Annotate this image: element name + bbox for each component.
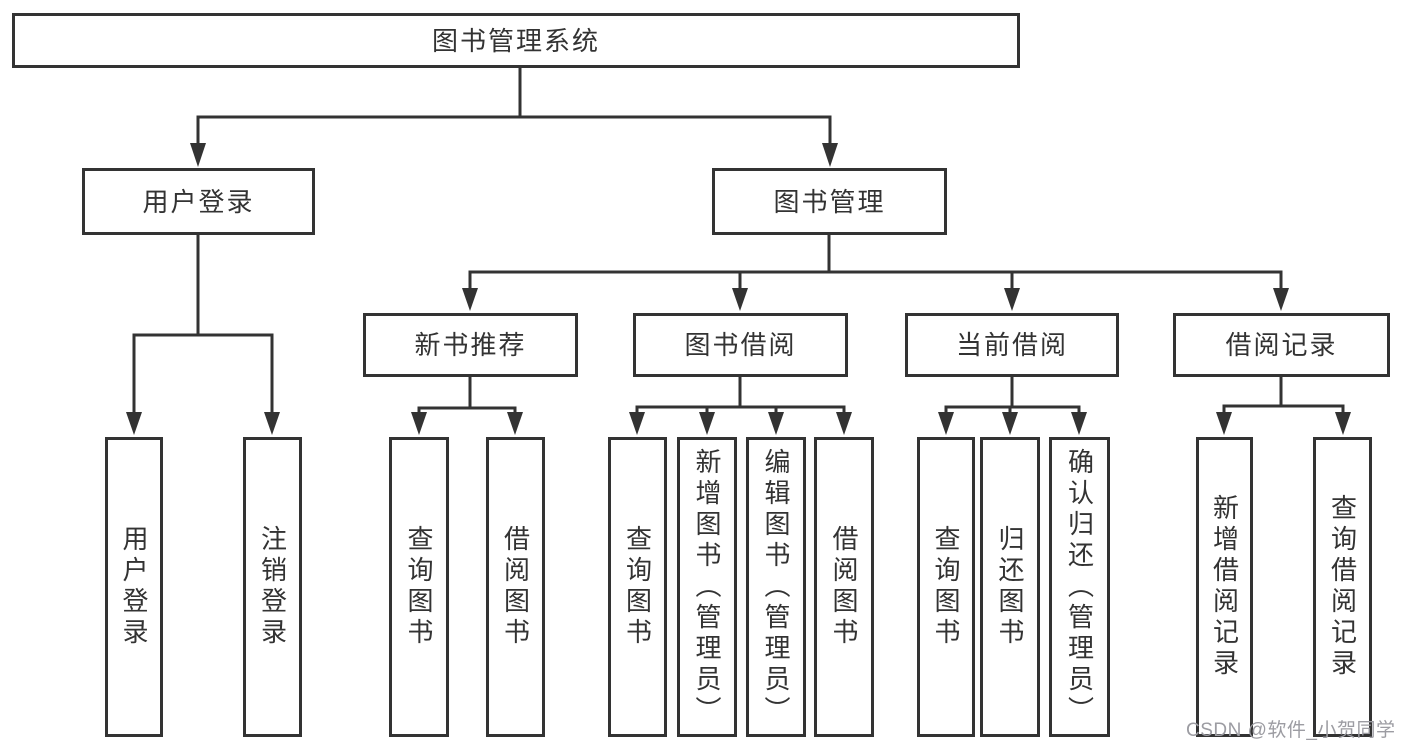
arrowhead-bb-query: [629, 412, 645, 435]
arrowhead-bb-add: [699, 412, 715, 435]
arrowhead-br-add: [1216, 412, 1232, 435]
node-label: 查询图书: [622, 525, 653, 649]
node-label: 用户登录: [142, 186, 255, 217]
connector-book-management: [468, 233, 1283, 293]
watermark: CSDN @软件_小贺同学: [1186, 720, 1396, 741]
node-label: 编辑图书（管理员）: [761, 447, 791, 727]
node-label: 当前借阅: [955, 330, 1068, 360]
node-label: 查询图书: [931, 525, 961, 649]
arrowhead-book-management: [822, 143, 838, 167]
connector-book-borrow: [635, 375, 846, 417]
arrowhead-br-query: [1335, 412, 1351, 435]
arrowhead-nb-borrow: [507, 412, 523, 435]
node-label: 确认归还（管理员）: [1064, 447, 1095, 727]
node-label: 借阅图书: [829, 525, 859, 649]
node-label: 查询图书: [404, 525, 434, 649]
leaf-cb-confirm-return-admin: 确认归还（管理员）: [1049, 437, 1110, 737]
node-current-borrowing: 当前借阅: [905, 313, 1119, 377]
arrowhead-current-borrow: [1004, 288, 1020, 311]
node-label: 新书推荐: [414, 330, 527, 360]
leaf-bb-query-books: 查询图书: [608, 437, 667, 737]
node-label: 借阅图书: [500, 525, 531, 649]
leaf-user-login: 用户登录: [105, 437, 163, 737]
node-label: 图书管理系统: [431, 25, 600, 56]
node-library-management-system: 图书管理系统: [12, 13, 1020, 68]
node-label: 用户登录: [119, 525, 149, 649]
arrowhead-bb-borrow: [836, 412, 852, 435]
connector-user-login: [132, 233, 274, 416]
leaf-nb-query-books: 查询图书: [389, 437, 449, 737]
arrowhead-book-borrow: [732, 288, 748, 311]
arrowhead-cb-confirm: [1071, 412, 1087, 435]
arrowhead-ul-logout: [264, 412, 280, 435]
node-borrowing-records: 借阅记录: [1173, 313, 1390, 377]
leaf-cb-query-books: 查询图书: [917, 437, 975, 737]
node-label: 借阅记录: [1225, 330, 1338, 360]
leaf-bb-edit-books-admin: 编辑图书（管理员）: [746, 437, 806, 737]
arrowhead-new-books: [462, 288, 478, 311]
node-label: 图书管理: [773, 186, 886, 217]
leaf-br-query-record: 查询借阅记录: [1313, 437, 1372, 737]
arrowhead-cb-return: [1002, 412, 1018, 435]
arrowhead-user-login: [190, 143, 206, 167]
node-label: 查询借阅记录: [1327, 494, 1358, 680]
leaf-cb-return-books: 归还图书: [980, 437, 1040, 737]
connector-root: [196, 65, 832, 148]
arrowhead-borrow-records: [1273, 288, 1289, 311]
node-label: 归还图书: [995, 525, 1025, 649]
leaf-logout: 注销登录: [243, 437, 302, 737]
arrowhead-nb-query: [411, 412, 427, 435]
node-label: 注销登录: [257, 525, 288, 649]
node-new-book-recommendation: 新书推荐: [363, 313, 578, 377]
connector-current-borrow: [944, 375, 1081, 417]
node-label: 新增图书（管理员）: [692, 447, 722, 727]
leaf-bb-add-books-admin: 新增图书（管理员）: [677, 437, 737, 737]
arrowhead-cb-query: [938, 412, 954, 435]
node-label: 图书借阅: [684, 330, 797, 360]
arrowhead-bb-edit: [768, 412, 784, 435]
leaf-nb-borrow-books: 借阅图书: [486, 437, 545, 737]
connector-borrow-records: [1222, 375, 1345, 417]
connector-new-books: [417, 375, 517, 417]
leaf-bb-borrow-books: 借阅图书: [814, 437, 874, 737]
node-book-management: 图书管理: [712, 168, 947, 235]
leaf-br-add-record: 新增借阅记录: [1196, 437, 1253, 737]
node-book-borrowing: 图书借阅: [633, 313, 848, 377]
node-label: 新增借阅记录: [1209, 494, 1240, 680]
node-user-login: 用户登录: [82, 168, 315, 235]
arrowhead-ul-login: [126, 412, 142, 435]
